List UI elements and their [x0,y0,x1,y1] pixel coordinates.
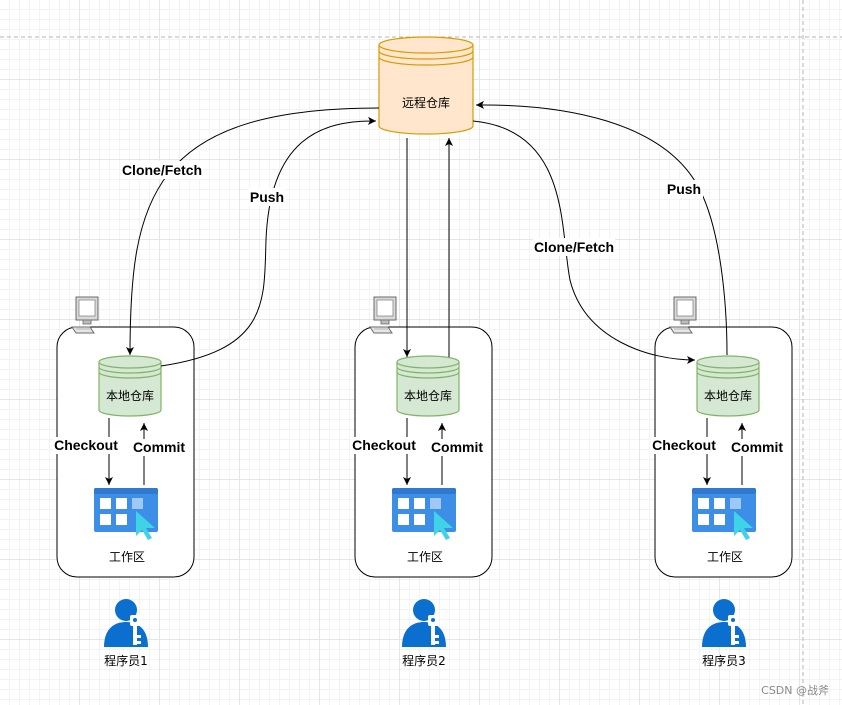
push-label: Push [667,181,701,197]
checkout-label: Checkout [54,437,118,453]
clone-fetch-label: Clone/Fetch [122,162,202,178]
developer-name: 程序员2 [402,653,446,668]
remote-repository-label: 远程仓库 [402,95,450,110]
watermark: CSDN @战斧 [761,684,829,697]
developer-name: 程序员1 [104,653,148,668]
local-repository-label: 本地仓库 [404,388,452,403]
developer-user-icon [402,599,446,647]
push-edge-1[interactable] [160,116,377,367]
workspace-label: 工作区 [109,550,145,564]
clone-fetch-label: Clone/Fetch [534,239,614,255]
remote-repository[interactable]: 远程仓库 [378,36,474,135]
local-repository-3[interactable]: 本地仓库 [696,355,760,417]
developer-name: 程序员3 [702,653,746,668]
local-repository-1[interactable]: 本地仓库 [98,355,162,417]
commit-label: Commit [731,439,783,455]
commit-label: Commit [431,439,483,455]
local-repository-label: 本地仓库 [704,388,752,403]
developer-user-icon [702,599,746,647]
workspace-label: 工作区 [407,550,443,564]
checkout-label: Checkout [652,437,716,453]
checkout-label: Checkout [352,437,416,453]
local-repository-label: 本地仓库 [106,388,154,403]
workspace-label: 工作区 [707,550,743,564]
clone-fetch-edge-3[interactable] [472,120,696,364]
developer-user-icon [104,599,148,647]
local-repository-2[interactable]: 本地仓库 [396,355,460,417]
commit-label: Commit [133,439,185,455]
push-label: Push [250,189,284,205]
